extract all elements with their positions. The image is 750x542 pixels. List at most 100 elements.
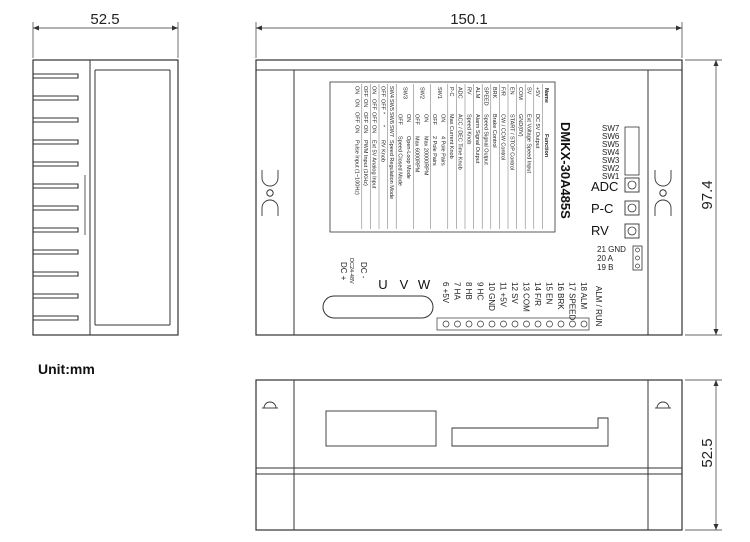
- alm-run-label: ALM / RUN: [594, 286, 603, 327]
- model-label: DMKX-30A485S: [558, 122, 573, 219]
- rs485-terminal: [632, 245, 643, 271]
- terminal-label: 17 SPEED: [568, 282, 577, 320]
- dip-label-sw2: SW2: [602, 164, 620, 173]
- terminal-hole[interactable]: [546, 320, 553, 328]
- switch-group-name: SW3: [401, 87, 407, 99]
- dip-label-sw3: SW3: [602, 156, 620, 165]
- knob-label-rv: RV: [591, 223, 609, 238]
- table-cell-name: RV: [465, 87, 471, 95]
- switch-group-name: SW2: [419, 87, 425, 99]
- table-cell-name: +5V: [534, 87, 540, 97]
- terminal-label: 7 HA: [453, 282, 462, 300]
- pc-knob[interactable]: [624, 200, 640, 216]
- unit-label: Unit:mm: [38, 361, 95, 377]
- terminal-hole[interactable]: [442, 320, 450, 328]
- terminal-hole[interactable]: [500, 320, 507, 328]
- dip-label-sw4: SW4: [602, 148, 620, 157]
- power-plus-label: DC +: [339, 262, 348, 281]
- table-cell-name: SV: [526, 87, 532, 95]
- mode-cell: OFF: [362, 86, 368, 98]
- switch-state: OFF: [414, 114, 420, 126]
- table-cell-function: START / STOP Control: [508, 114, 514, 170]
- mode-cell: *: [379, 125, 385, 128]
- mode-cell: PWM Input (1KHz): [362, 140, 368, 186]
- terminal-label: 9 HC: [476, 282, 485, 300]
- mode-header-cell: SW7: [388, 125, 394, 137]
- terminal-hole[interactable]: [557, 320, 565, 328]
- mode-header-cell: SW4: [388, 86, 394, 98]
- table-cell-function: DC 5V Output: [534, 114, 540, 149]
- switch-state: OFF: [431, 114, 437, 126]
- switch-description: Speed Closed Mode: [397, 136, 403, 186]
- table-cell-name: SPEED: [483, 87, 489, 106]
- power-minus-label: DC -: [359, 262, 368, 279]
- rv-knob[interactable]: [624, 223, 640, 239]
- mode-cell: ON: [371, 125, 377, 133]
- top-width-dimension: 150.1: [450, 11, 488, 28]
- terminal-hole[interactable]: [523, 320, 530, 328]
- front-view: [255, 22, 722, 336]
- terminal-label: 14 F/R: [533, 282, 542, 306]
- table-cell-function: Brake Control: [491, 114, 497, 148]
- side-view: [32, 22, 179, 336]
- terminal-hole[interactable]: [454, 320, 461, 328]
- table-header-name: Name: [543, 88, 549, 103]
- terminal-hole[interactable]: [569, 320, 576, 328]
- terminal-hole[interactable]: [465, 320, 473, 328]
- table-cell-function: CW / CCW Control: [500, 114, 506, 160]
- switch-group-name: SW1: [436, 87, 442, 99]
- mode-cell: Ext 5V Analog Input: [371, 140, 377, 189]
- terminal-label: 11 +5V: [499, 282, 508, 308]
- adc-knob[interactable]: [624, 177, 640, 193]
- terminal-hole[interactable]: [580, 320, 588, 328]
- mode-cell: RV Knob: [379, 140, 385, 162]
- switch-description: Open-Loop Mode: [405, 136, 411, 179]
- terminal-label: 15 EN: [545, 282, 554, 304]
- dip-label-sw7: SW7: [602, 124, 620, 133]
- switch-state: ON: [440, 114, 446, 122]
- terminal-hole[interactable]: [534, 320, 542, 328]
- mode-header-cell: SW6: [388, 112, 394, 124]
- table-header-function: Function: [543, 134, 549, 158]
- table-cell-name: F/R: [500, 87, 506, 96]
- dip-label-sw5: SW5: [602, 140, 620, 149]
- rs485-a-label: 20 A: [597, 254, 614, 263]
- mode-cell: ON: [371, 86, 377, 94]
- signal-terminal-block: [442, 320, 588, 328]
- terminal-label: 13 COM: [522, 282, 531, 312]
- mode-cell: *: [379, 112, 385, 115]
- switch-description: 4 Pole Pairs: [440, 136, 446, 166]
- mode-cell: Pulse Input (1~100Hz): [354, 140, 360, 195]
- table-cell-function: ACC / DEC Time Knob: [457, 114, 463, 170]
- mode-cell: OFF: [354, 112, 360, 124]
- side-width-dimension: 52.5: [90, 11, 119, 28]
- terminal-label: 8 HB: [464, 282, 473, 300]
- switch-state: OFF: [397, 114, 403, 126]
- mode-cell: ON: [354, 99, 360, 107]
- mode-cell: OFF: [371, 99, 377, 111]
- knob-label-pc: P-C: [591, 201, 613, 216]
- table-cell-name: COM: [517, 87, 523, 100]
- switch-description: Max 20000RPM: [422, 136, 428, 176]
- terminal-hole[interactable]: [477, 320, 484, 328]
- switch-description: Max 6000RPM: [414, 136, 420, 173]
- mode-header-cell: SW5: [388, 99, 394, 111]
- terminal-label: 12 SV: [510, 282, 519, 304]
- front-height-dimension: 97.4: [699, 180, 716, 209]
- table-cell-function: GND(0V): [517, 114, 523, 137]
- terminal-hole[interactable]: [511, 320, 519, 328]
- mode-cell: OFF: [379, 99, 385, 111]
- terminal-label: 18 ALM: [579, 282, 588, 309]
- bottom-height-dimension: 52.5: [699, 438, 716, 467]
- table-cell-name: ADC: [457, 87, 463, 99]
- knob-label-adc: ADC: [591, 179, 618, 194]
- dip-switch[interactable]: [624, 126, 640, 176]
- rs485-b-label: 19 B: [597, 263, 613, 272]
- table-cell-name: P-C: [448, 87, 454, 97]
- terminal-hole[interactable]: [488, 320, 496, 328]
- mode-cell: ON: [354, 125, 360, 133]
